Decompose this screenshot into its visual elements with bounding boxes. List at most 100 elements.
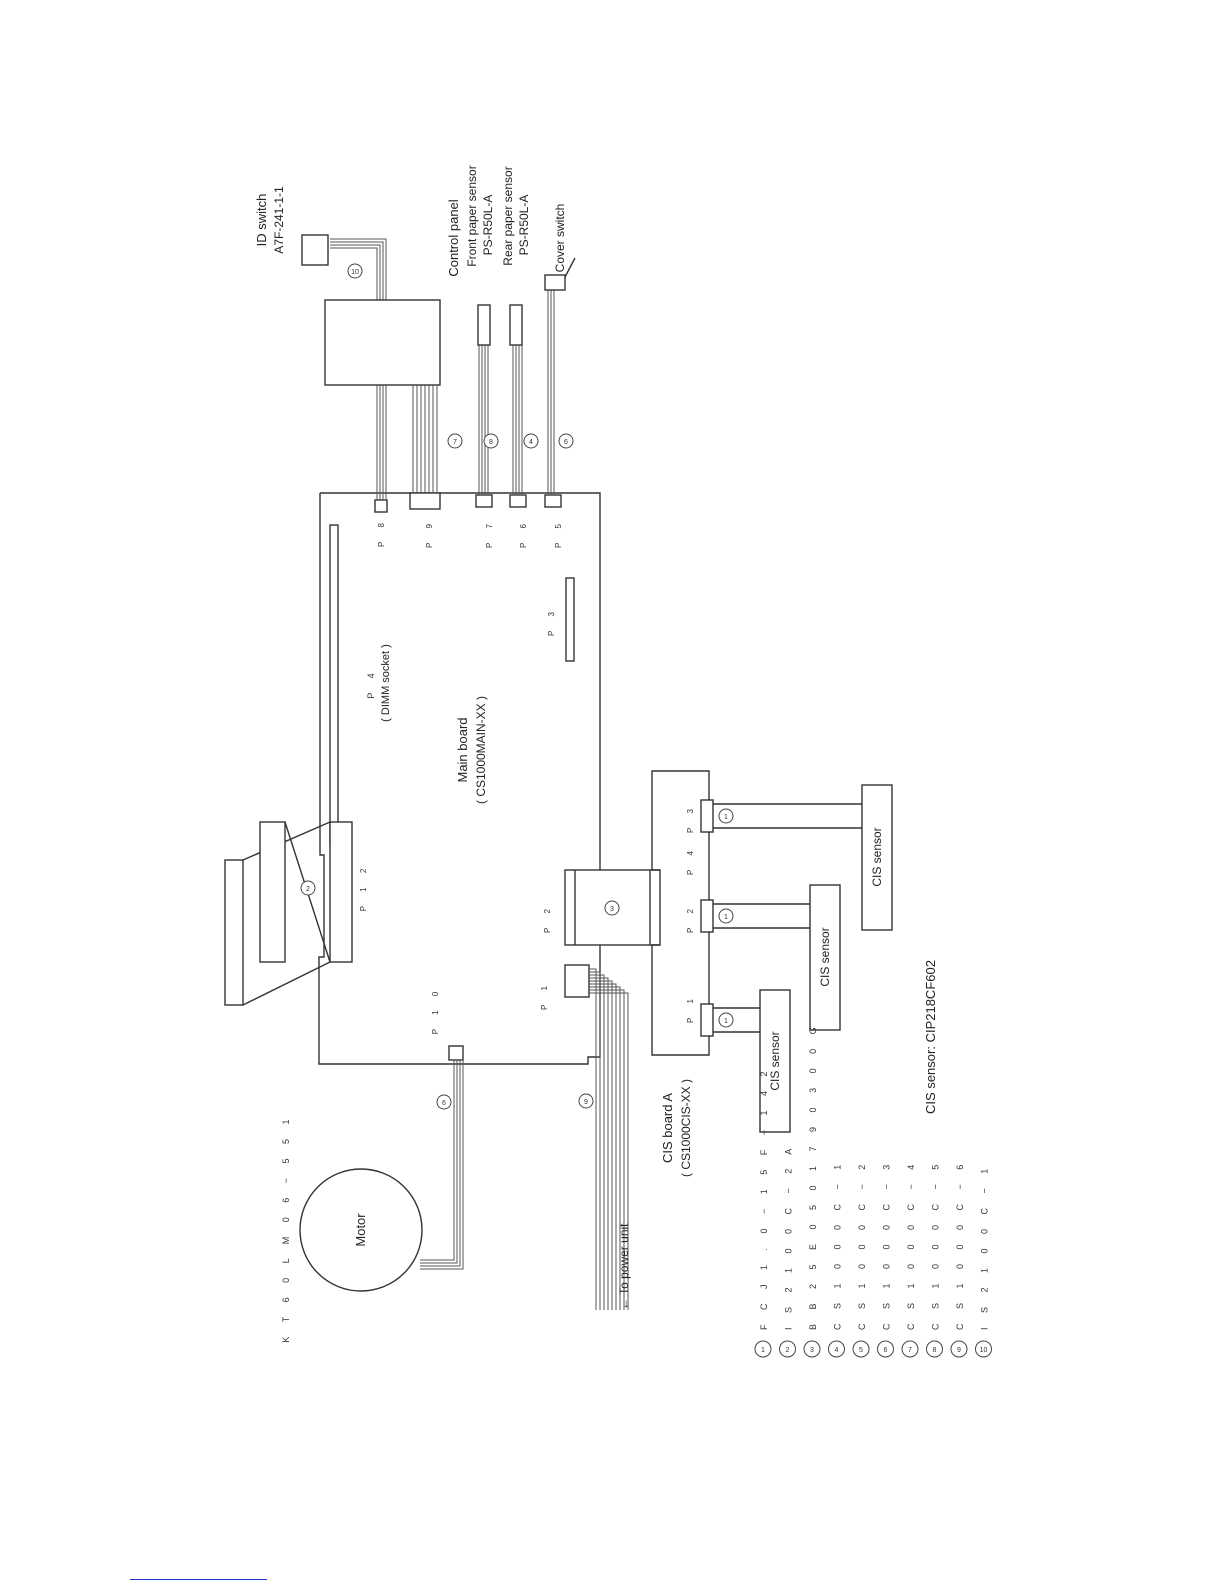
connector-p12 [329, 821, 353, 963]
legend-number: 1 [761, 1347, 765, 1354]
legend-marker [926, 1340, 943, 1358]
cable-mark-2 [300, 880, 316, 896]
cable-mark-10 [347, 263, 363, 279]
cable-legend: 1 F C J 1 . 0 − 1 5 F − 1 4 2 2 I S 2 1 0 0… [754, 1021, 992, 1358]
connector-p10 [448, 1045, 464, 1061]
connector-p2-label: P 2 [543, 903, 552, 933]
legend-marker [877, 1340, 894, 1358]
legend-text: C S 1 0 0 0 C − 6 [955, 1159, 965, 1330]
legend-text: C S 1 0 0 0 C − 2 [857, 1159, 867, 1330]
cis-sensor-1 [759, 989, 791, 1133]
cis-connector-p2-label: P 2 [686, 903, 695, 933]
cable-mark-6-cover [558, 433, 574, 449]
svg-text:8: 8 [489, 439, 493, 446]
legend-marker [779, 1340, 796, 1358]
cable-mark-4 [523, 433, 539, 449]
legend-text: C S 1 0 0 0 C − 4 [906, 1159, 916, 1330]
svg-text:6: 6 [564, 439, 568, 446]
main-board-sublabel: ( CS1000MAIN-XX ) [474, 696, 488, 804]
rear-sensor-model: PS-R50L-A [517, 195, 531, 256]
main-board-outline [318, 492, 601, 1065]
legend-number: 2 [786, 1347, 790, 1354]
connector-p7 [475, 494, 493, 508]
cis-sensor-2-label: CIS sensor [818, 927, 832, 986]
svg-text:10: 10 [351, 269, 359, 276]
connector-p5 [544, 494, 562, 508]
connector-p12-label: P 1 2 [359, 863, 368, 912]
cis-connector-p1 [700, 1003, 714, 1037]
legend-text: F C J 1 . 0 − 1 5 F − 1 4 2 [759, 1065, 769, 1330]
power-unit-label: ← To power unit [617, 1223, 631, 1310]
dimm-label: P 4 [366, 667, 376, 698]
p12-cable-end [224, 859, 244, 1006]
id-switch-model: A7F-241-1-1 [272, 186, 286, 254]
legend-text: C S 1 0 0 0 C − 3 [882, 1159, 892, 1330]
cable-mark-1-a [718, 1012, 734, 1028]
connector-p8-label: P 8 [377, 517, 386, 547]
connector-p8 [374, 499, 388, 513]
svg-text:6: 6 [442, 1100, 446, 1107]
legend-marker [901, 1340, 919, 1358]
legend-number: 7 [908, 1347, 912, 1354]
svg-text:7: 7 [453, 439, 457, 446]
svg-text:4: 4 [529, 439, 533, 446]
cover-switch-label: Cover switch [553, 204, 567, 273]
cis-connector-p3 [700, 799, 714, 833]
legend-text: B B 2 5 E 0 5 0 1 7 9 0 3 0 0 G [808, 1021, 818, 1330]
svg-text:1: 1 [724, 814, 728, 821]
motor-model: K T 6 0 L M 0 6 − 5 5 1 [281, 1113, 291, 1342]
svg-text:1: 1 [724, 1018, 728, 1025]
footer-rule [130, 1579, 267, 1580]
rear-sensor-label: Rear paper sensor [501, 166, 515, 265]
legend-number: 3 [810, 1347, 814, 1354]
main-board-label: Main board [455, 717, 470, 782]
connector-p3 [565, 577, 575, 662]
legend-number: 9 [957, 1347, 961, 1354]
cis-sensor-1-label: CIS sensor [768, 1031, 782, 1090]
legend-text: C S 1 0 0 0 C − 5 [931, 1159, 941, 1330]
cis-board-label: CIS board A [660, 1093, 675, 1163]
legend-text: I S 2 1 0 0 C − 1 [980, 1163, 990, 1330]
legend-number: 5 [859, 1347, 863, 1354]
cis-sensor-3-label: CIS sensor [870, 827, 884, 886]
legend-marker [754, 1340, 772, 1358]
legend-marker [828, 1340, 845, 1358]
svg-text:2: 2 [306, 886, 310, 893]
control-panel [324, 299, 441, 386]
cis-sensor-note: CIS sensor: CIP218CF602 [923, 960, 938, 1114]
cis-connector-p1-label: P 1 [686, 993, 695, 1023]
connector-p6-label: P 6 [519, 518, 528, 548]
legend-number: 6 [884, 1347, 888, 1354]
legend-text: C S 1 0 0 0 C − 1 [833, 1159, 843, 1330]
control-panel-label: Control panel [446, 199, 461, 276]
id-switch [301, 234, 329, 266]
front-sensor-model: PS-R50L-A [481, 195, 495, 256]
cis-connector-p3-label: P 3 [686, 803, 695, 833]
legend-text: I S 2 1 0 0 C − 2 A [784, 1143, 794, 1330]
cis-board-sublabel: ( CS1000CIS-XX ) [679, 1079, 693, 1177]
cable-mark-1-b [718, 908, 734, 924]
cis-connector-p4-label: P 4 [686, 845, 695, 875]
front-sensor-label: Front paper sensor [465, 165, 479, 266]
connector-p10-label: P 1 0 [431, 986, 440, 1035]
legend-marker [975, 1340, 992, 1358]
cover-switch [544, 274, 566, 291]
connector-p6 [509, 494, 527, 508]
rear-paper-sensor [509, 304, 523, 346]
p12-plug [259, 821, 286, 963]
motor-label: Motor [353, 1213, 368, 1247]
svg-text:1: 1 [724, 914, 728, 921]
connector-p1 [564, 964, 590, 998]
dimm-sublabel: ( DIMM socket ) [380, 644, 392, 722]
cis-connector-p2 [700, 899, 714, 933]
cable-mark-1-c [718, 808, 734, 824]
connector-p5-label: P 5 [554, 518, 563, 548]
legend-number: 8 [933, 1347, 937, 1354]
legend-marker [950, 1340, 968, 1358]
svg-text:9: 9 [584, 1099, 588, 1106]
cis-sensor-2 [809, 884, 841, 1031]
cable-mark-6-motor [436, 1094, 452, 1110]
connector-p7-label: P 7 [485, 518, 494, 548]
cable-mark-8-front [483, 433, 499, 449]
cable-mark-7 [447, 433, 463, 449]
